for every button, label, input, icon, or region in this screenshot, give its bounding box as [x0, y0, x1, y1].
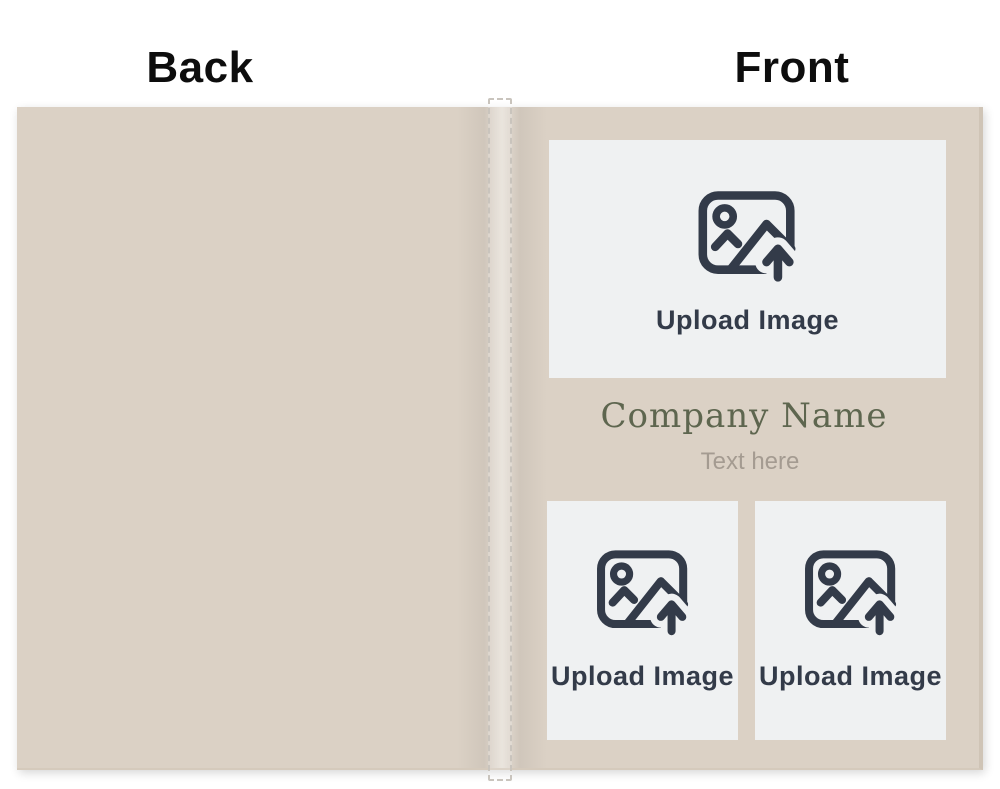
image-upload-icon: [596, 550, 693, 637]
company-name-text[interactable]: Company Name: [600, 396, 888, 436]
bottom-left-upload-box[interactable]: Upload Image: [547, 501, 738, 740]
image-upload-icon: [804, 550, 901, 637]
upload-image-label: Upload Image: [655, 305, 840, 335]
upload-image-label: Upload Image: [550, 661, 735, 691]
main-upload-box[interactable]: Upload Image: [549, 140, 946, 378]
back-page-label: Back: [146, 43, 254, 92]
upload-image-label: Upload Image: [758, 661, 943, 691]
bottom-right-upload-box[interactable]: Upload Image: [755, 501, 946, 740]
bottom-upload-row: Upload Image Upload Image: [547, 501, 946, 740]
spine-guide-dashed-region: [488, 98, 512, 781]
tagline-placeholder-text[interactable]: Text here: [700, 448, 800, 475]
image-upload-icon: [698, 191, 801, 283]
front-page-label: Front: [734, 43, 850, 92]
